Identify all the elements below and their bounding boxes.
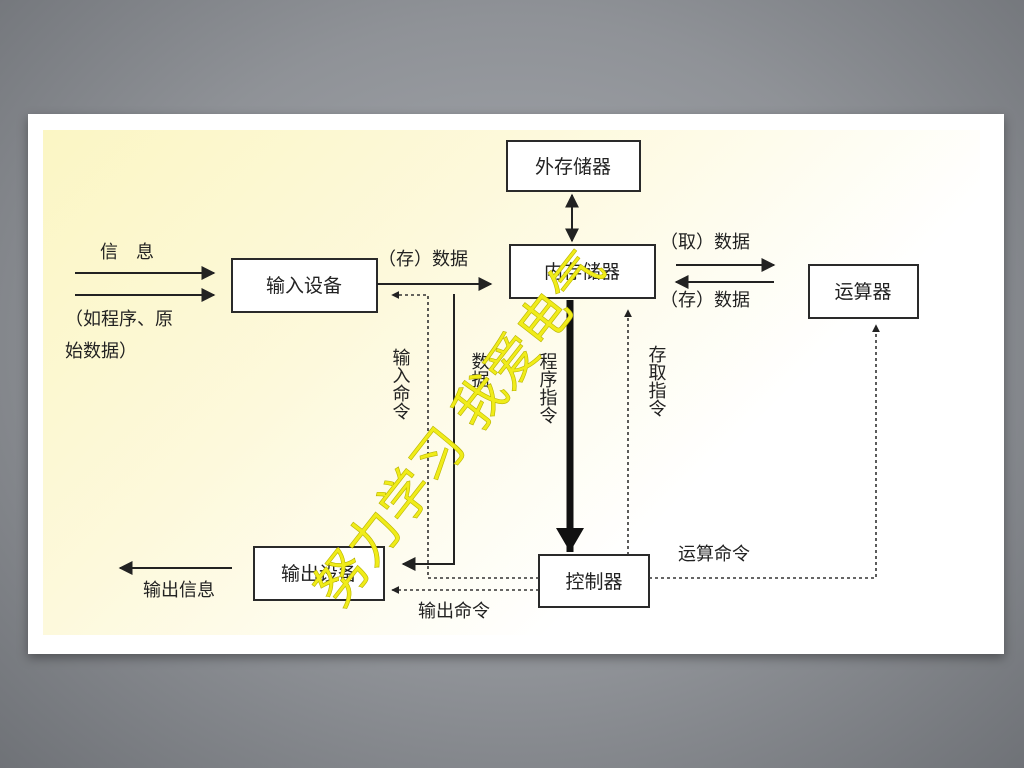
controller-box: 控制器 [538, 554, 650, 608]
alu-command-arrow [649, 324, 880, 579]
info-in-note-line2: 始数据） [65, 341, 137, 362]
data-vertical-label: 数据 [469, 352, 490, 388]
input-command-arrow [391, 291, 539, 579]
store-data-label-2: （存）数据 [660, 290, 750, 311]
input-device-label: 输入设备 [266, 275, 342, 297]
computer-architecture-diagram [43, 130, 980, 635]
store-data-label: （存）数据 [378, 249, 468, 270]
alu-label: 运算器 [834, 281, 891, 303]
output-device-box: 输出设备 [253, 546, 385, 601]
controller-label: 控制器 [565, 571, 622, 593]
external-storage-label: 外存储器 [535, 156, 611, 178]
info-in-label: 信 息 [100, 242, 154, 263]
main-memory-label: 内存储器 [544, 261, 620, 283]
info-in-note-line1: （如程序、原 [65, 309, 173, 330]
alu-command-label: 运算命令 [678, 544, 750, 565]
input-command-label: 输入命令 [390, 348, 411, 420]
input-device-box: 输入设备 [231, 258, 378, 313]
alu-box: 运算器 [808, 264, 919, 319]
output-command-label: 输出命令 [418, 601, 490, 622]
program-instruction-arrowhead [556, 528, 584, 552]
external-storage-box: 外存储器 [506, 140, 641, 192]
data-to-output-arrow [401, 294, 455, 571]
access-instruction-label: 存取指令 [646, 345, 667, 417]
main-memory-box: 内存储器 [509, 244, 656, 299]
fetch-data-label: （取）数据 [660, 232, 750, 253]
output-device-label: 输出设备 [281, 563, 357, 585]
output-info-label: 输出信息 [143, 580, 215, 601]
program-instruction-label: 程序指令 [537, 352, 558, 424]
